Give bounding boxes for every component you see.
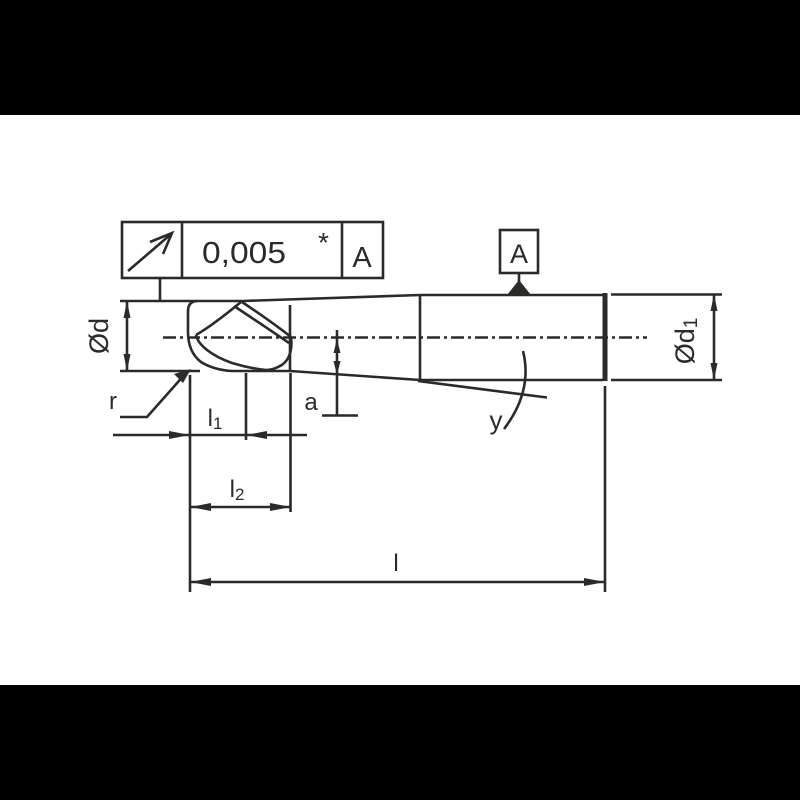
flute-gash-edge <box>195 300 242 337</box>
label-neck-offset: a <box>304 389 318 416</box>
tolerance-note-asterisk: * <box>318 227 329 258</box>
dim-overall-length <box>190 578 605 586</box>
label-overall-length: l <box>393 550 398 577</box>
label-corner-radius: r <box>109 388 117 415</box>
dim-length1 <box>113 431 307 439</box>
neck-top-edge <box>242 293 421 303</box>
label-diameter-shank: Ød1 <box>670 318 702 365</box>
datum-flag <box>498 228 540 295</box>
arrow-up-icon <box>123 301 131 318</box>
dim-diameter-shank <box>611 293 722 382</box>
dim-neck-offset <box>322 330 358 417</box>
arrow-right-icon <box>270 503 291 511</box>
tolerance-datum-ref: A <box>352 242 372 274</box>
flute-edge-1 <box>241 300 292 339</box>
leader-line <box>120 372 187 419</box>
datum-triangle-icon <box>507 280 531 295</box>
dim-corner-radius <box>120 369 191 419</box>
flute-sweep-edge <box>194 334 267 372</box>
arrow-right-icon <box>584 578 605 586</box>
circular-runout-icon <box>127 230 175 272</box>
label-length1: l1 <box>208 405 223 433</box>
flute-edge-2 <box>233 304 290 345</box>
arrow-left-icon <box>246 431 267 439</box>
ball-nose-head-outline <box>186 299 290 373</box>
neck-bottom-edge <box>289 369 421 382</box>
tool-outline <box>163 293 647 399</box>
feature-control-frame <box>120 220 385 301</box>
taper-angle-construction-line <box>417 379 548 399</box>
drawing-paper <box>0 115 800 685</box>
flute-close-edge <box>265 336 293 372</box>
dim-length2 <box>190 503 291 511</box>
arrow-right-icon <box>169 431 190 439</box>
arrow-down-icon <box>333 361 341 375</box>
label-length2: l2 <box>230 476 245 504</box>
arrow-up-icon <box>710 294 718 311</box>
angle-arc <box>502 350 527 430</box>
arrow-left-icon <box>190 578 211 586</box>
arrow-icon <box>174 369 191 383</box>
tolerance-value: 0,005 <box>202 235 286 270</box>
arrow-left-icon <box>190 503 211 511</box>
arrow-down-icon <box>123 354 131 371</box>
fcf-box <box>120 220 385 280</box>
label-taper-angle: y <box>490 405 503 435</box>
label-diameter-head: Ød <box>84 318 114 354</box>
arrow-up-icon <box>333 339 341 353</box>
arrow-down-icon <box>710 363 718 380</box>
datum-letter: A <box>510 239 528 269</box>
